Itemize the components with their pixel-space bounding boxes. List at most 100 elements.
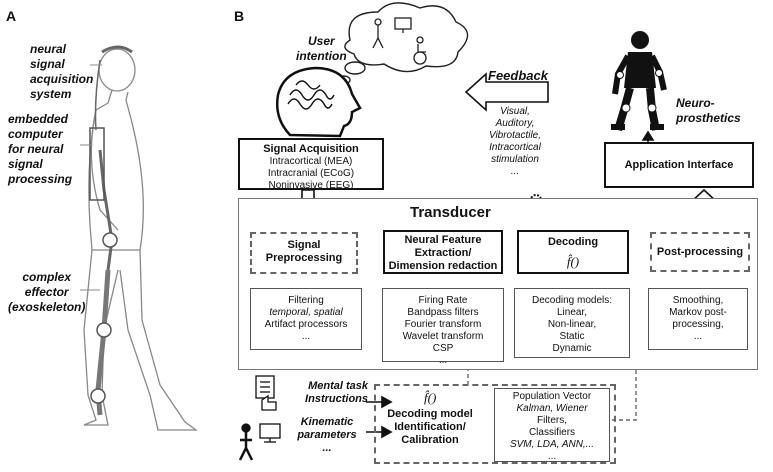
callout-line: CSP [432, 343, 454, 354]
feedback-item: Vibrotactile, [488, 130, 542, 141]
callout-line: temporal, spatial [269, 307, 343, 318]
panel-a-pointers [80, 64, 102, 291]
callout-line: Non-linear, [547, 319, 597, 330]
callout-line: Artifact processors [264, 319, 348, 330]
postprocessing-callout: Smoothing, Markov post- processing, ... [648, 288, 748, 350]
callout-line: ... [438, 355, 448, 366]
callout-line: Linear, [556, 307, 588, 318]
label-line: for neural [8, 142, 64, 156]
decoding-title: Decoding [547, 236, 599, 248]
callout-line: Markov post- [669, 307, 727, 318]
label-line: processing [8, 172, 73, 186]
label-line: Decoding model [387, 408, 473, 420]
acquisition-item: Noninvasive (EEG) [268, 180, 354, 191]
signal-acquisition-box: Signal Acquisition Intracortical (MEA) I… [238, 138, 384, 191]
calibration-title: Decoding model Identification/ Calibrati… [384, 408, 476, 447]
callout-line: Static [559, 331, 585, 342]
label-line: embedded [8, 112, 69, 126]
kinematic-label: Kinematic parameters ... [288, 416, 366, 455]
feedback-title: Feedback [488, 68, 548, 83]
user-intention-label: User intention [296, 34, 347, 64]
label-line: Mental task [308, 380, 368, 392]
signal-preprocessing-box: Signal Preprocessing [250, 232, 358, 274]
callout-line: Classifiers [528, 427, 576, 438]
panel-b-letter: B [234, 8, 245, 24]
callout-line: SVM, LDA, ANN,... [509, 439, 595, 450]
acquisition-item: Intracranial (ECoG) [267, 168, 355, 179]
label-line: ... [322, 442, 332, 454]
thought-cloud [333, 2, 469, 93]
stage-title-line: Dimension redaction [388, 260, 498, 272]
exoskeleton-figure [89, 45, 133, 416]
callout-line: Wavelet transform [402, 331, 484, 342]
signal-acquisition-title: Signal Acquisition [263, 143, 359, 155]
calibration-callout: Population Vector Kalman, Wiener Filters… [494, 388, 610, 462]
post-processing-title: Post-processing [656, 245, 744, 258]
label-line: signal [8, 157, 43, 171]
decoding-box: Decoding f̂() [517, 230, 629, 274]
callout-line: Bandpass filters [407, 307, 479, 318]
label-line: computer [8, 127, 63, 141]
callout-line: ... [693, 331, 703, 342]
head-brain-icon [276, 66, 362, 138]
callout-line: processing, [672, 319, 724, 330]
label-line: complex [22, 270, 72, 284]
label-line: parameters [297, 429, 357, 441]
label-line: neural [30, 42, 67, 56]
label-line: Identification/ [394, 421, 466, 433]
mental-task-label: Mental task Instructions [296, 380, 368, 406]
feedback-item: Visual, [500, 106, 530, 117]
feedback-item: stimulation [491, 154, 539, 165]
panel-a-letter: A [6, 8, 17, 24]
label-line: Instructions [305, 393, 368, 405]
label-line: acquisition [30, 72, 94, 86]
label-line: effector [24, 285, 69, 299]
callout-line: Decoding models: [531, 295, 613, 306]
label-line: signal [30, 57, 65, 71]
label-effector: complex effector (exoskeleton) [8, 270, 85, 315]
preprocessing-callout: Filtering temporal, spatial Artifact pro… [250, 288, 362, 350]
feedback-item: Intracortical [489, 142, 541, 153]
callout-line: Fourier transform [404, 319, 482, 330]
label-line: intention [296, 49, 347, 63]
decoding-function: f̂() [566, 254, 580, 269]
callout-line: Kalman, Wiener [516, 403, 588, 414]
instruction-sheet-icon [255, 375, 277, 411]
cloud-icons [372, 17, 427, 65]
stage-title-line: Signal [287, 239, 321, 251]
label-neural-acquisition: neural signal acquisition system [30, 42, 93, 102]
label-line: prosthetics [676, 111, 741, 125]
application-interface-box: Application Interface [604, 142, 754, 188]
callout-line: ... [301, 331, 311, 342]
label-line: Calibration [401, 434, 459, 446]
callout-line: Smoothing, [672, 295, 724, 306]
neuroprosthetics-label: Neuro- prosthetics [676, 96, 741, 126]
feedback-item: ... [510, 166, 520, 177]
label-line: system [30, 87, 72, 101]
calibration-box [374, 384, 616, 464]
neuroprosthetic-robot-icon [611, 31, 667, 132]
transducer-title: Transducer [410, 204, 491, 221]
label-line: Kinematic [300, 416, 354, 428]
calibration-function: f̂() [424, 390, 437, 405]
label-embedded-computer: embedded computer for neural signal proc… [8, 112, 72, 187]
decoding-callout: Decoding models: Linear, Non-linear, Sta… [514, 288, 630, 358]
user-computer-icon [238, 423, 281, 461]
feature-extraction-box: Neural Feature Extraction/ Dimension red… [383, 230, 503, 274]
feedback-arrow [464, 72, 549, 112]
callout-line: Filtering [288, 295, 324, 306]
callout-line: Population Vector [512, 391, 592, 402]
stage-title-line: Preprocessing [265, 252, 343, 264]
stage-title-line: Neural Feature [404, 234, 482, 246]
application-interface-title: Application Interface [624, 158, 734, 171]
feedback-items: Visual, Auditory, Vibrotactile, Intracor… [470, 106, 560, 178]
callout-line: Firing Rate [418, 295, 468, 306]
feature-callout: Firing Rate Bandpass filters Fourier tra… [382, 288, 504, 366]
label-line: Neuro- [676, 96, 715, 110]
label-line: (exoskeleton) [8, 300, 86, 314]
acquisition-item: Intracortical (MEA) [269, 156, 353, 167]
post-processing-box: Post-processing [650, 232, 750, 272]
callout-line: Filters, [537, 415, 567, 426]
callout-line: Dynamic [552, 343, 592, 354]
